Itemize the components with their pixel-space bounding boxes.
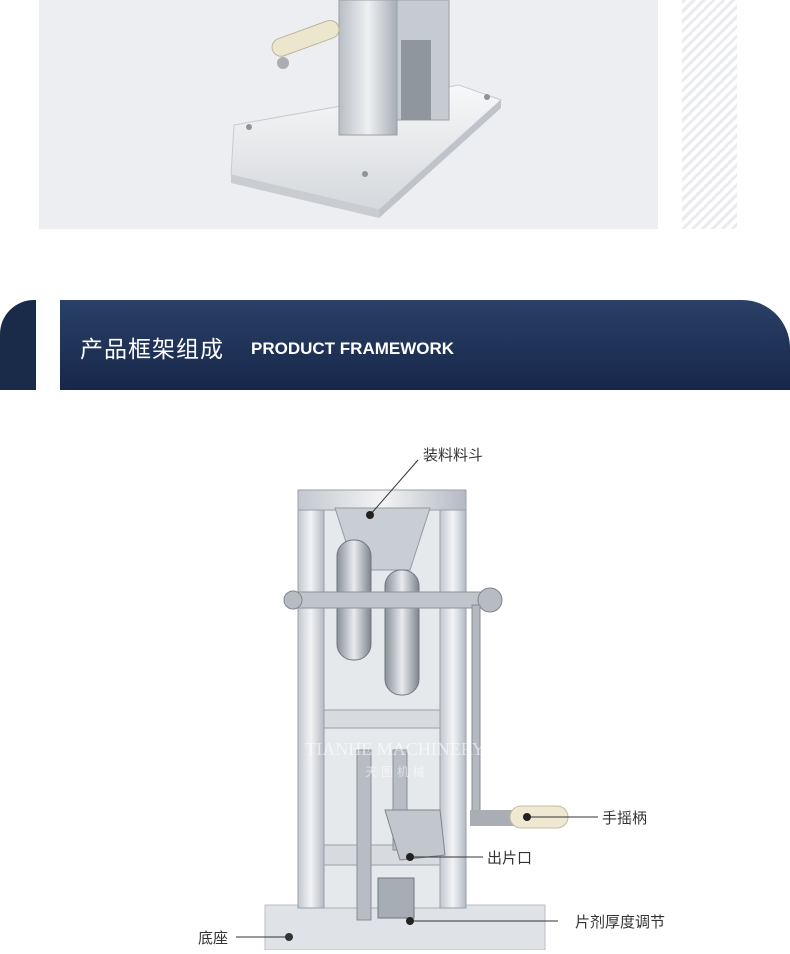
tablet-press-base-illustration — [230, 0, 502, 218]
decorative-hatch-stripe — [682, 0, 737, 229]
callout-outlet: 出片口 — [487, 849, 533, 867]
banner-title-en: PRODUCT FRAMEWORK — [251, 339, 455, 358]
banner-left-tab — [0, 300, 36, 390]
banner-title-cn: 产品框架组成 — [80, 337, 224, 363]
framework-diagram: TIANHE MACHINERY 天 图 机 械 装料料斗 手摇柄 出片口 片剂… — [0, 420, 790, 951]
watermark-brand-en: TIANHE MACHINERY — [305, 739, 485, 759]
top-product-photo — [39, 0, 658, 229]
tablet-press-framework-illustration: TIANHE MACHINERY 天 图 机 械 — [236, 459, 598, 951]
callout-hopper: 装料料斗 — [423, 446, 484, 464]
section-banner: 产品框架组成 PRODUCT FRAMEWORK — [60, 300, 790, 390]
watermark-brand-cn: 天 图 机 械 — [365, 764, 424, 779]
callout-base: 底座 — [198, 929, 229, 947]
callout-hand-crank: 手摇柄 — [602, 809, 648, 827]
callout-thickness-adjust: 片剂厚度调节 — [575, 913, 666, 931]
